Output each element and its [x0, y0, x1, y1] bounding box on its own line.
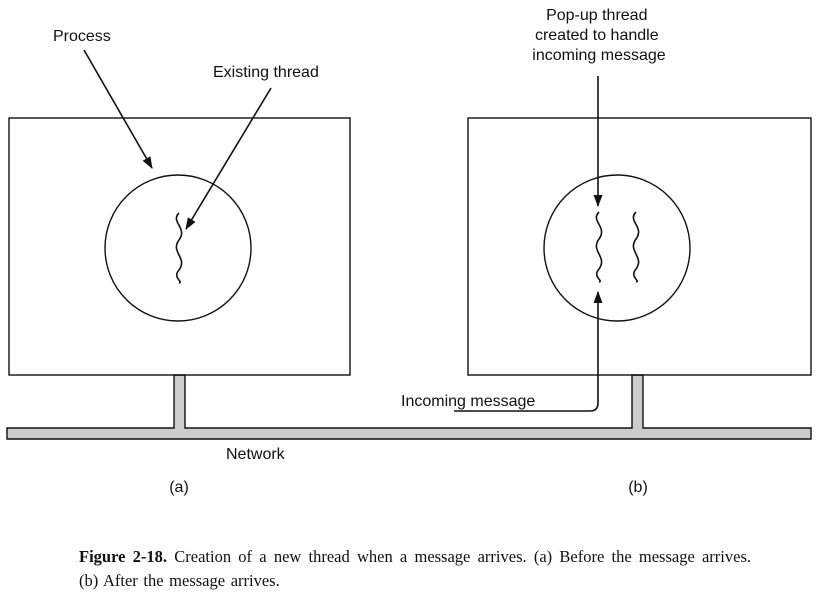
figure-caption-text: Creation of a new thread when a message …: [79, 547, 752, 590]
process-b-circle: [543, 174, 691, 322]
panel-b-label: (b): [628, 479, 648, 496]
network-label: Network: [226, 446, 286, 463]
existing-thread-arrow: [185, 87, 272, 230]
panel-a-label: (a): [169, 479, 189, 496]
popup-thread-label: Pop-up thread created to handle incoming…: [532, 7, 666, 64]
existing-thread-label: Existing thread: [213, 64, 319, 81]
figure-caption: Figure 2-18. Creation of a new thread wh…: [79, 545, 751, 593]
process-a-circle: [104, 174, 252, 322]
thread-diagram: Process Existing thread Pop-up thread cr…: [6, 7, 812, 496]
popup-thread-squiggle: [595, 211, 603, 283]
process-label: Process: [53, 28, 111, 45]
popup-thread-label-line-1: Pop-up thread: [546, 7, 647, 24]
incoming-message-label: Incoming message: [401, 393, 535, 410]
machine-b-box: [467, 117, 812, 376]
machine-a-box: [8, 117, 351, 376]
incoming-message-arrow: [454, 291, 603, 412]
process-arrow: [83, 49, 153, 169]
existing-thread-squiggle-b: [632, 211, 640, 283]
existing-thread-squiggle-a: [175, 212, 183, 284]
popup-thread-label-line-2: created to handle: [535, 27, 659, 44]
figure-caption-label: Figure 2-18.: [79, 547, 168, 566]
popup-thread-label-line-3: incoming message: [532, 47, 666, 64]
